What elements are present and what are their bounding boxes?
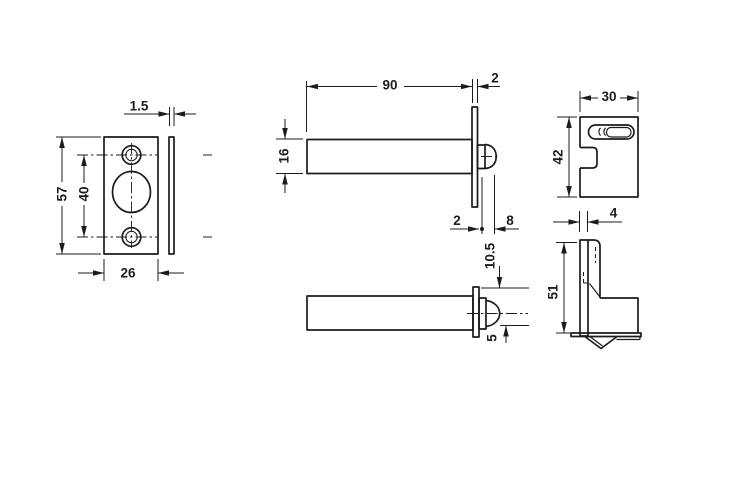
dim-label-housing-height: 42 xyxy=(551,149,566,164)
extension-lines xyxy=(276,79,495,234)
bolt-tip-lip xyxy=(616,337,641,341)
dim-label-head-top-offset: 10.5 xyxy=(483,242,498,269)
faceplate-outline xyxy=(103,136,159,255)
dim-dot-terminator xyxy=(479,226,485,232)
bolt-tip-inner-edge xyxy=(590,336,603,347)
housing-outline xyxy=(579,116,639,198)
faceplate-side-strip xyxy=(168,136,175,255)
bolt-body xyxy=(306,138,473,175)
side-plate xyxy=(579,239,589,337)
view-bolt-side: 90 2 16 2 8 xyxy=(276,71,519,234)
view-bolt-detail: 10.5 5 xyxy=(306,242,529,343)
dim-label-plate-height: 57 xyxy=(55,186,70,201)
dim-label-hole-spacing: 40 xyxy=(77,186,92,201)
extension-lines xyxy=(556,211,588,334)
front-plate-edge xyxy=(472,286,480,338)
dim-label-neck-offset: 2 xyxy=(453,213,461,228)
dim-label-head-half-height: 5 xyxy=(485,334,500,342)
slider-spring-arcs xyxy=(598,127,606,136)
dim-label-housing-width: 30 xyxy=(601,89,616,104)
bolt-body xyxy=(306,295,474,331)
housing-column xyxy=(588,239,601,298)
hidden-lines xyxy=(583,247,596,284)
housing-box xyxy=(600,297,639,333)
view-housing-side: 4 51 xyxy=(546,206,642,350)
dim-label-head-projection: 8 xyxy=(506,213,514,228)
dim-label-plate-width: 26 xyxy=(120,266,136,281)
view-housing-front: 30 42 xyxy=(551,89,639,198)
front-plate-edge xyxy=(471,106,479,208)
view-faceplate-front: 57 40 26 1.5 xyxy=(55,99,212,281)
dim-label-plate-thickness: 1.5 xyxy=(130,99,149,114)
slider-slot xyxy=(587,124,635,140)
base-band xyxy=(570,332,642,338)
dim-label-body-length: 90 xyxy=(382,78,397,93)
dim-label-body-height: 16 xyxy=(277,148,292,164)
extension-lines xyxy=(481,287,529,326)
inner-diagonal xyxy=(589,283,601,298)
hole-center-lines xyxy=(77,154,212,238)
housing-notch xyxy=(580,146,598,169)
bolt-head xyxy=(485,299,501,328)
dim-label-side-plate-thickness: 4 xyxy=(610,206,618,221)
bolt-neck xyxy=(478,297,487,330)
bolt-tip-triangle xyxy=(584,336,618,350)
dim-label-faceplate-thickness: 2 xyxy=(491,71,499,86)
dim-label-housing-side-height: 51 xyxy=(546,284,561,300)
slider-knob xyxy=(605,126,632,138)
extension-lines xyxy=(557,91,639,198)
extension-lines xyxy=(56,107,175,281)
